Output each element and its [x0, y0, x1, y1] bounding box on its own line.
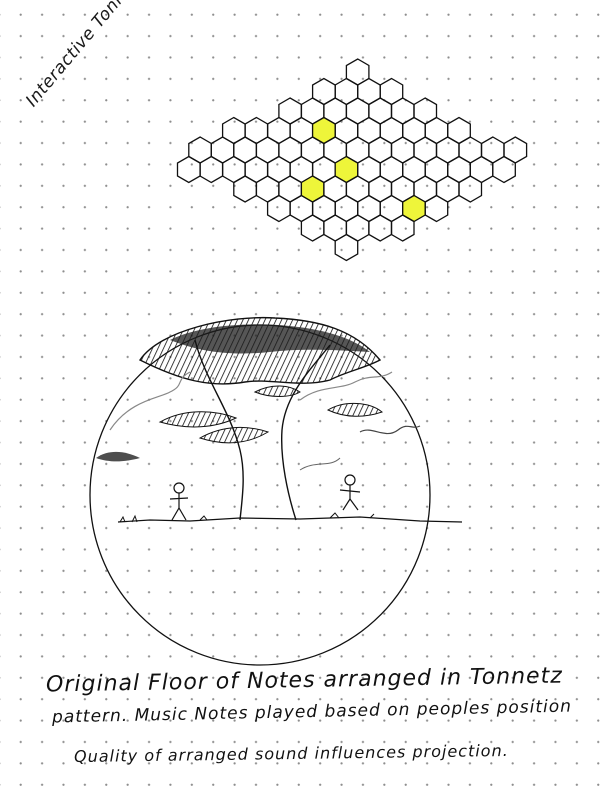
branch-curve-2 [299, 371, 393, 401]
stick-figure-right [339, 474, 361, 511]
canopy-scribble-dense [170, 324, 370, 354]
tree-trunk-right [280, 344, 331, 521]
branch-curve-1 [109, 371, 191, 431]
tree-trunk-left [194, 339, 244, 521]
shadow-scribble-1 [158, 411, 238, 428]
tonnetz-hex [334, 233, 359, 262]
projection-sketch [89, 316, 463, 666]
tonnetz-hex [390, 214, 415, 242]
branch-curve-3 [359, 425, 421, 435]
tonnetz-hex [300, 214, 325, 242]
tonnetz-hex [199, 155, 224, 184]
tonnetz-hex [492, 155, 516, 184]
ground-line [117, 516, 463, 523]
branch-curve-4 [299, 457, 341, 471]
tonnetz-hex [458, 175, 483, 203]
tonnetz-hex [233, 175, 258, 203]
tonnetz-hex [266, 194, 291, 223]
tonnetz-hex-grid [176, 58, 528, 262]
grass-tufts [119, 512, 375, 523]
stick-figure-left [169, 482, 189, 521]
shadow-scribble-2 [198, 426, 270, 444]
tonnetz-hex [424, 194, 449, 223]
shadow-scribble-3 [253, 385, 301, 397]
tonnetz-hex [368, 214, 393, 242]
shadow-scribble-4 [96, 451, 140, 462]
shadow-scribble-5 [326, 403, 383, 417]
tonnetz-hex [176, 155, 201, 184]
